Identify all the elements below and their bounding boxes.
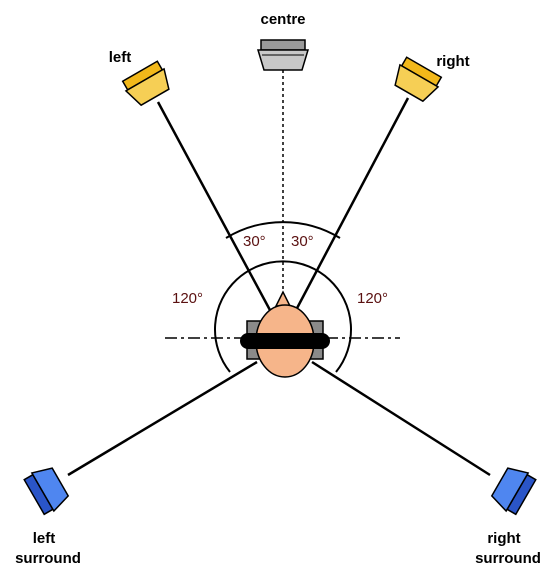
left-surround-label-line2: surround bbox=[15, 550, 81, 567]
left-surround-speaker-icon bbox=[23, 467, 70, 516]
right-speaker-line bbox=[293, 97, 410, 313]
right-surround-line bbox=[311, 360, 491, 477]
right-surround-label-line2: surround bbox=[475, 550, 541, 567]
front-angle-arc bbox=[225, 221, 341, 239]
right-surround-label-line1: right bbox=[487, 530, 520, 547]
right-speaker-icon bbox=[394, 56, 443, 103]
nose bbox=[274, 290, 292, 307]
front-left-angle-label: 30° bbox=[243, 233, 266, 250]
listener-head-icon bbox=[240, 290, 330, 378]
speaker-lines bbox=[67, 97, 491, 477]
angle-arcs bbox=[214, 221, 352, 373]
right-surround-speaker-icon bbox=[490, 467, 537, 516]
left-speaker-line bbox=[156, 101, 273, 313]
right-label: right bbox=[436, 53, 469, 70]
surround-angle-arc bbox=[214, 260, 352, 373]
surround-left-angle-label: 120° bbox=[172, 290, 203, 307]
left-surround-label-line1: left bbox=[33, 530, 56, 547]
left-label: left bbox=[109, 49, 132, 66]
left-speaker-icon bbox=[121, 60, 170, 107]
headband bbox=[240, 333, 330, 349]
centre-speaker-icon bbox=[256, 39, 310, 71]
surround-right-angle-label: 120° bbox=[357, 290, 388, 307]
left-surround-line bbox=[67, 360, 258, 477]
front-right-angle-label: 30° bbox=[291, 233, 314, 250]
centre-label: centre bbox=[260, 11, 305, 28]
